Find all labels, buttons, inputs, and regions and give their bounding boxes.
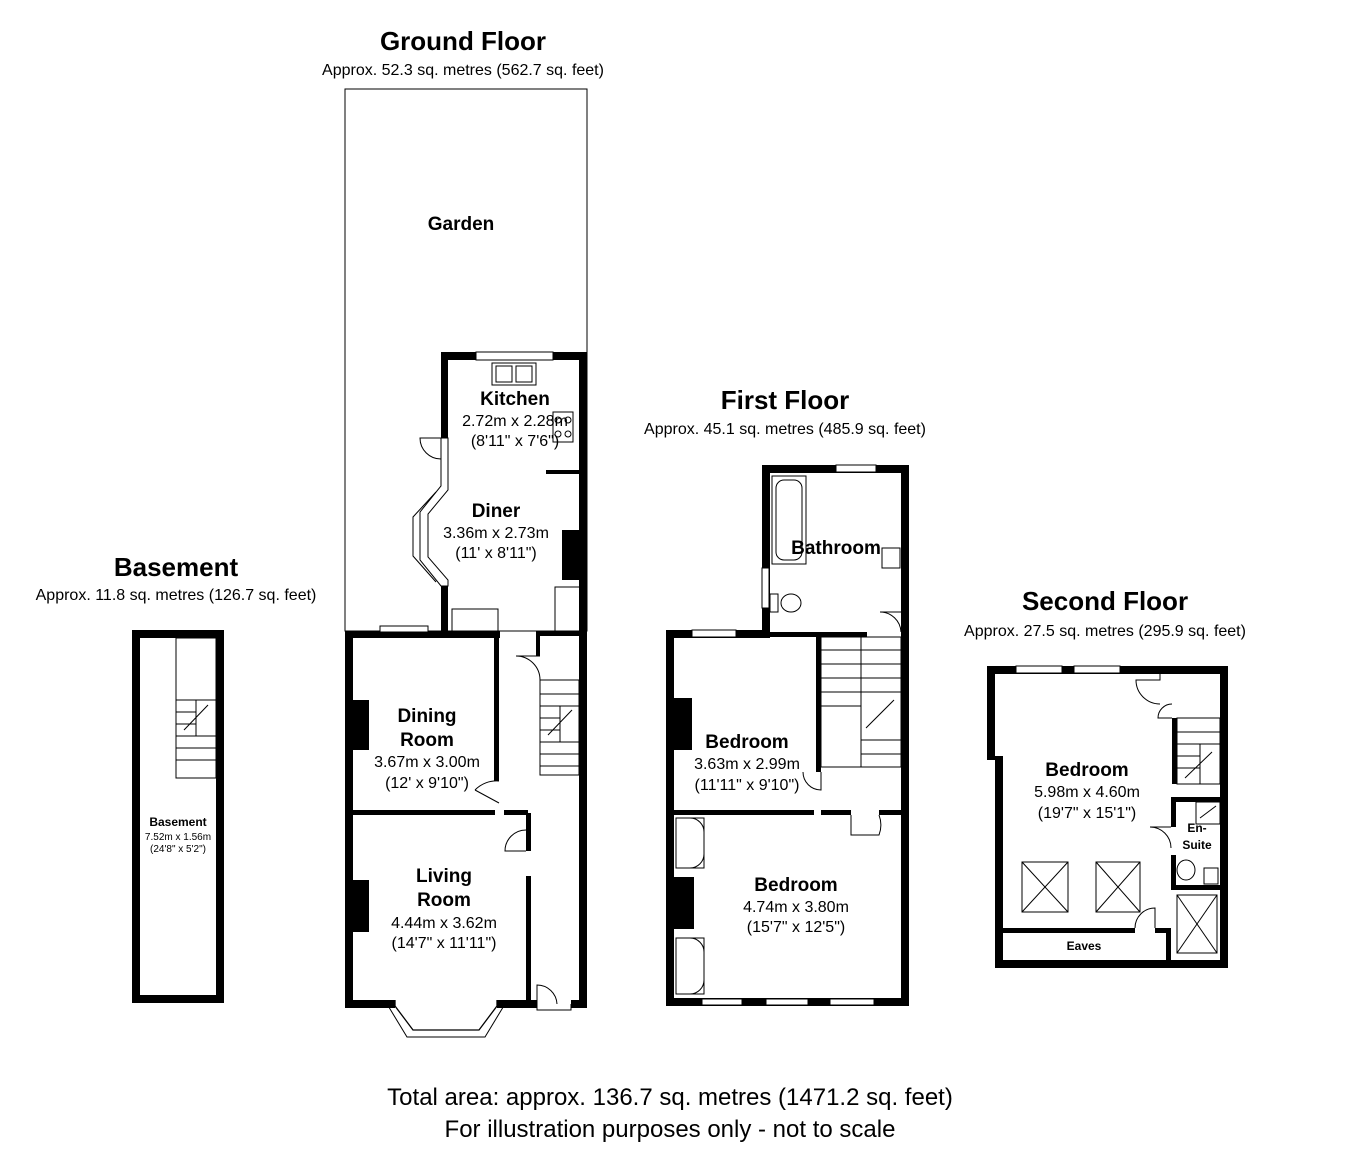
bathroom-door-icon xyxy=(879,611,902,633)
bedroom-front-name: Bedroom xyxy=(754,875,837,896)
basement-title: Basement xyxy=(114,552,239,582)
shower-icon xyxy=(1195,801,1221,825)
skylight-1-icon xyxy=(1021,861,1069,913)
second-stairs-icon xyxy=(1176,717,1221,785)
eaves-door-icon xyxy=(1134,907,1156,929)
skylight-3-icon xyxy=(1176,894,1218,954)
living-door-icon xyxy=(504,829,527,852)
ground-floor: Ground Floor Approx. 52.3 sq. metres (56… xyxy=(322,26,604,1038)
second-bedroom-name: Bedroom xyxy=(1045,760,1128,781)
living-room-name-2: Room xyxy=(417,890,471,911)
basin-icon xyxy=(881,547,901,569)
second-landing-door-icon xyxy=(1135,674,1161,705)
ground-stairs-icon xyxy=(539,679,580,776)
wardrobe-1-icon xyxy=(675,817,705,869)
basement-stairs-icon xyxy=(175,637,217,779)
kitchen-metric: 2.72m x 2.28m xyxy=(462,413,568,430)
bedroom-rear-name: Bedroom xyxy=(705,732,788,753)
dining-room-imperial: (12' x 9'10") xyxy=(385,775,469,792)
ensuite-door-icon xyxy=(1149,826,1172,849)
bathroom-window xyxy=(835,464,877,473)
diner-bay-window xyxy=(419,437,449,587)
basement-room-metric: 7.52m x 1.56m xyxy=(145,832,211,843)
first-stairs-icon xyxy=(820,636,902,768)
second-floor-area: Approx. 27.5 sq. metres (295.9 sq. feet) xyxy=(964,623,1246,640)
living-room-imperial: (14'7" x 11'11") xyxy=(392,935,497,952)
basement-area: Approx. 11.8 sq. metres (126.7 sq. feet) xyxy=(36,587,317,604)
bedroom-rear-door-icon xyxy=(802,771,822,791)
dining-room-metric: 3.67m x 3.00m xyxy=(374,754,480,771)
second-floor: Second Floor Approx. 27.5 sq. metres (29… xyxy=(964,586,1246,968)
ground-floor-area: Approx. 52.3 sq. metres (562.7 sq. feet) xyxy=(322,62,604,79)
bedroom-rear-metric: 3.63m x 2.99m xyxy=(694,756,800,773)
total-area: Total area: approx. 136.7 sq. metres (14… xyxy=(387,1084,953,1111)
kitchen-window xyxy=(475,351,554,361)
sink-icon xyxy=(491,362,537,386)
ensuite-name-2: Suite xyxy=(1182,838,1212,852)
bathroom-name: Bathroom xyxy=(791,538,881,559)
bedroom-front-door-icon xyxy=(850,814,882,836)
toilet-icon xyxy=(780,593,802,613)
dining-door-icon xyxy=(474,780,500,804)
dining-room-name-1: Dining xyxy=(397,706,456,727)
ensuite-name-1: En- xyxy=(1187,821,1206,835)
ground-floor-title: Ground Floor xyxy=(380,26,546,56)
bath-icon xyxy=(771,475,807,565)
first-floor-title: First Floor xyxy=(721,385,850,415)
diner-imperial: (11' x 8'11") xyxy=(455,545,536,562)
hall-door-icon xyxy=(515,655,541,681)
wardrobe-2-icon xyxy=(675,937,705,995)
second-bedroom-metric: 5.98m x 4.60m xyxy=(1034,784,1140,801)
bathroom-side-window xyxy=(761,567,770,609)
bedroom-front-imperial: (15'7" x 12'5") xyxy=(747,919,845,936)
dining-room-name-2: Room xyxy=(400,730,454,751)
second-floor-title: Second Floor xyxy=(1022,586,1188,616)
dining-room-window xyxy=(379,625,429,633)
basement-room-imperial: (24'8" x 5'2") xyxy=(150,844,206,855)
second-bedroom-window-2 xyxy=(1073,665,1121,674)
second-bedroom-imperial: (19'7" x 15'1") xyxy=(1038,805,1136,822)
ensuite-toilet-icon xyxy=(1176,859,1196,881)
kitchen-back-door-icon xyxy=(419,437,442,460)
bedroom-front-window-1 xyxy=(701,998,743,1006)
basement-room-name: Basement xyxy=(149,815,206,829)
hob-icon xyxy=(552,411,574,443)
living-room-name-1: Living xyxy=(416,866,472,887)
diner-metric: 3.36m x 2.73m xyxy=(443,525,549,542)
bedroom-front-window-3 xyxy=(829,998,875,1006)
bedroom-front-window-2 xyxy=(765,998,809,1006)
living-room-bay-window xyxy=(394,1000,498,1031)
basement-floor: Basement Approx. 11.8 sq. metres (126.7 … xyxy=(36,552,317,1003)
bedroom-rear-imperial: (11'11" x 9'10") xyxy=(695,777,800,794)
kitchen-name: Kitchen xyxy=(480,389,550,410)
living-room-metric: 4.44m x 3.62m xyxy=(391,915,497,932)
eaves-name: Eaves xyxy=(1067,939,1102,953)
ensuite-basin-icon xyxy=(1203,867,1219,885)
diner-name: Diner xyxy=(472,501,521,522)
bedroom-front-metric: 4.74m x 3.80m xyxy=(743,899,849,916)
first-floor: First Floor Approx. 45.1 sq. metres (485… xyxy=(644,385,926,1006)
bedroom-rear-window xyxy=(691,629,737,638)
front-door-icon xyxy=(536,984,558,1005)
first-floor-area: Approx. 45.1 sq. metres (485.9 sq. feet) xyxy=(644,421,926,438)
disclaimer: For illustration purposes only - not to … xyxy=(445,1116,896,1143)
kitchen-imperial: (8'11" x 7'6") xyxy=(471,433,559,450)
skylight-2-icon xyxy=(1095,861,1141,913)
garden-label: Garden xyxy=(428,214,495,235)
second-bedroom-window-1 xyxy=(1015,665,1063,674)
